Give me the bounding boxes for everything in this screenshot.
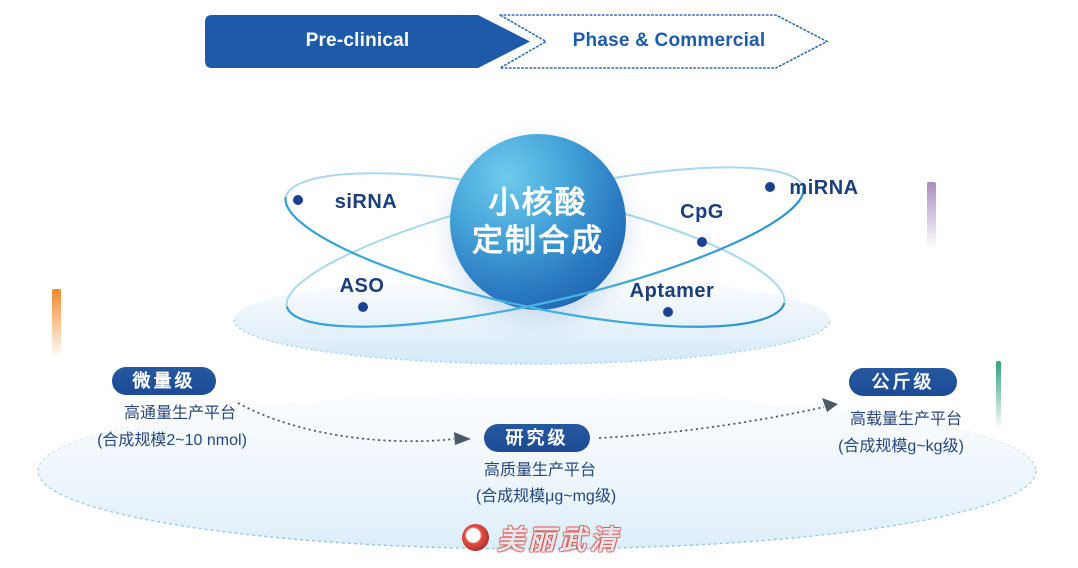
orbit-dot-cpg	[697, 237, 707, 247]
platform-scale-kilogram: (合成规模g~kg级)	[838, 438, 964, 455]
stage1-arrow	[205, 15, 530, 68]
platform-name-kilogram: 高载量生产平台	[849, 411, 962, 428]
orbit-label-sirna: siRNA	[334, 191, 398, 213]
stage2-label: Phase & Commercial	[572, 30, 766, 51]
sphere-title-line2: 定制合成	[472, 223, 604, 258]
orbit-dot-mirna	[765, 182, 775, 192]
base-ellipse	[37, 392, 1037, 550]
orbit-a-front-arc	[284, 196, 786, 328]
orbit-dot-aso	[358, 302, 368, 312]
level-badge-research: 研究级	[484, 424, 590, 452]
platform-name-micro: 高通量生产平台	[123, 405, 236, 422]
level-badge-micro: 微量级	[112, 367, 216, 395]
sphere-title-line1: 小核酸	[488, 185, 588, 220]
orbit-label-cpg: CpG	[680, 201, 724, 223]
orbit-b-front-arc	[285, 187, 805, 328]
stage1-label: Pre-clinical	[305, 30, 410, 51]
accent-bar-orange	[52, 289, 61, 361]
stage2-arrow	[497, 14, 829, 69]
orbit-dot-sirna	[293, 195, 303, 205]
orbit-label-aso: ASO	[339, 275, 385, 297]
accent-bar-green	[996, 361, 1001, 433]
flow-arrow-1	[237, 402, 455, 443]
accent-bar-purple	[927, 182, 936, 252]
platform-name-research: 高质量生产平台	[483, 462, 596, 479]
level-badge-kilogram: 公斤级	[849, 368, 957, 396]
flow-arrow-2-head	[822, 398, 838, 412]
red-swirl-logo-icon	[462, 524, 489, 551]
watermark-text: 美丽武清	[497, 525, 621, 555]
center-sphere: 小核酸 定制合成	[450, 134, 626, 310]
flow-arrow-1-head	[454, 432, 471, 445]
watermark: 美丽武清	[462, 518, 621, 557]
mid-ellipse-dotted-edge	[233, 319, 831, 365]
platform-scale-research: (合成规模μg~mg级)	[475, 488, 617, 505]
orbit-dot-aptamer	[663, 307, 673, 317]
flow-arrow-2	[598, 406, 825, 439]
platform-scale-micro: (合成规模2~10 nmol)	[97, 432, 247, 449]
mid-ellipse	[234, 276, 830, 364]
orbit-label-aptamer: Aptamer	[629, 280, 715, 302]
orbit-label-mirna: miRNA	[789, 177, 859, 199]
